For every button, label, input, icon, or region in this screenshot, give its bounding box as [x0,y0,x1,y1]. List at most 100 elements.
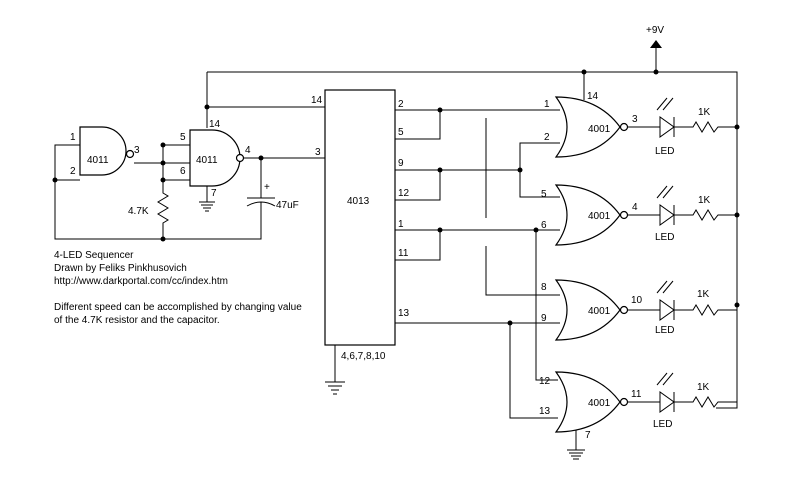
led-label: LED [655,146,674,157]
nor-bubble-icon [619,305,629,315]
description-line-1: Different speed can be accomplished by c… [54,302,302,313]
pin-label: 11 [398,248,409,259]
led-resistor [673,205,737,225]
power-rail: +9V [204,25,738,409]
ic-4013-label: 4013 [347,196,370,207]
pin-label: 14 [587,91,599,102]
title-text: 4-LED Sequencer [54,250,134,261]
ground-icon [325,345,345,395]
led-label: LED [653,419,672,430]
light-rays-icon [656,372,674,386]
pin-label: 1 [398,219,404,230]
nand-gate-1-label: 4011 [87,155,109,166]
led-diode-icon [659,299,675,321]
supply-label: +9V [646,25,664,36]
junction-dot [734,302,740,308]
pin-label: 5 [541,189,547,200]
pin-label: 2 [70,166,76,177]
resistor-label: 1K [697,289,710,300]
pin-label: 5 [398,127,404,138]
nand-gate-2-label: 4011 [196,155,218,166]
resistor-label: 1K [697,382,710,393]
pin-label: 11 [631,389,642,400]
pin-label: 3 [632,114,638,125]
url-text: http://www.darkportal.com/cc/index.htm [54,276,228,287]
led-label: LED [655,232,674,243]
oscillator-section: 4011 1 2 3 4.7K 4011 5 6 4 14 7 + 47uF [52,119,325,242]
nor-bubble-icon [619,122,629,132]
pin-label: 3 [134,145,140,156]
led-resistor [673,392,737,412]
pin-label: 9 [398,158,404,169]
ic-output-wiring [395,107,560,419]
pin-label: 4,6,7,8,10 [341,351,386,362]
nor-gate-4 [554,371,621,433]
pin-label: 1 [70,132,76,143]
pin-label: 13 [539,406,551,417]
author-text: Drawn by Feliks Pinkhusovich [54,263,187,274]
pin-label: 3 [315,147,321,158]
junction-dot [653,69,659,75]
nor-gate-1 [554,96,621,158]
led-resistor [673,117,737,137]
led-diode-icon [659,204,675,226]
pin-label: 7 [585,430,591,441]
ic-4013-body [324,89,396,346]
nor-gate-3 [554,279,621,341]
nor-bubble-icon [619,397,629,407]
nor-gates: 4001 1 2 3 14 4001 5 6 4 4001 8 9 10 400… [539,91,643,460]
pin-label: 12 [539,376,551,387]
pin-label: 2 [544,132,550,143]
capacitor-polarity: + [264,182,270,193]
pin-label: 6 [180,166,186,177]
pin-label: 12 [398,188,410,199]
capacitor-label: 47uF [276,200,299,211]
junction-dot [734,124,740,130]
supply-arrow-icon [650,40,662,48]
pin-label: 2 [398,99,404,110]
nor-gate-2 [554,184,621,246]
capacitor-47uf [163,158,276,240]
pin-label: 14 [209,119,221,130]
pin-label: 14 [311,95,323,106]
resistor-4k7 [157,180,169,239]
pin-label: 9 [541,313,547,324]
nor-gate-1-label: 4001 [588,124,611,135]
pin-label: 5 [180,132,186,143]
nand-gate-1 [79,126,127,176]
pin-label: 7 [211,188,217,199]
nor-gate-4-label: 4001 [588,398,611,409]
nor-gate-2-label: 4001 [588,211,611,222]
nand-bubble-icon [125,149,135,159]
led-label: LED [655,325,674,336]
nor-gate-3-label: 4001 [588,306,611,317]
pin-label: 4 [632,202,638,213]
nor-bubble-icon [619,210,629,220]
resistor-label: 1K [698,195,711,206]
pin-label: 8 [541,282,547,293]
resistor-label: 1K [698,107,711,118]
nand-bubble-icon [235,153,245,163]
led-resistor [673,300,737,320]
junction-dot [734,212,740,218]
led-diode-icon [659,391,675,413]
pin-label: 1 [544,99,550,110]
pin-label: 13 [398,308,410,319]
ic-4013: 4013 14 3 2 5 9 12 1 11 13 4,6,7,8,10 [311,89,410,395]
pin-label: 10 [631,295,643,306]
junction-dot [52,177,58,183]
ground-icon [567,430,585,460]
led-diode-icon [659,116,675,138]
pin-label: 6 [541,220,547,231]
light-rays-icon [656,280,674,294]
light-rays-icon [656,185,674,199]
ground-icon [199,186,215,212]
light-rays-icon [656,97,674,111]
led-outputs: LED 1K LED 1K LED 1K LED 1K [628,97,740,430]
pin-label: 4 [245,145,251,156]
description-line-2: of the 4.7K resistor and the capacitor. [54,315,220,326]
resistor-label: 4.7K [128,206,149,217]
junction-dot [160,142,166,148]
